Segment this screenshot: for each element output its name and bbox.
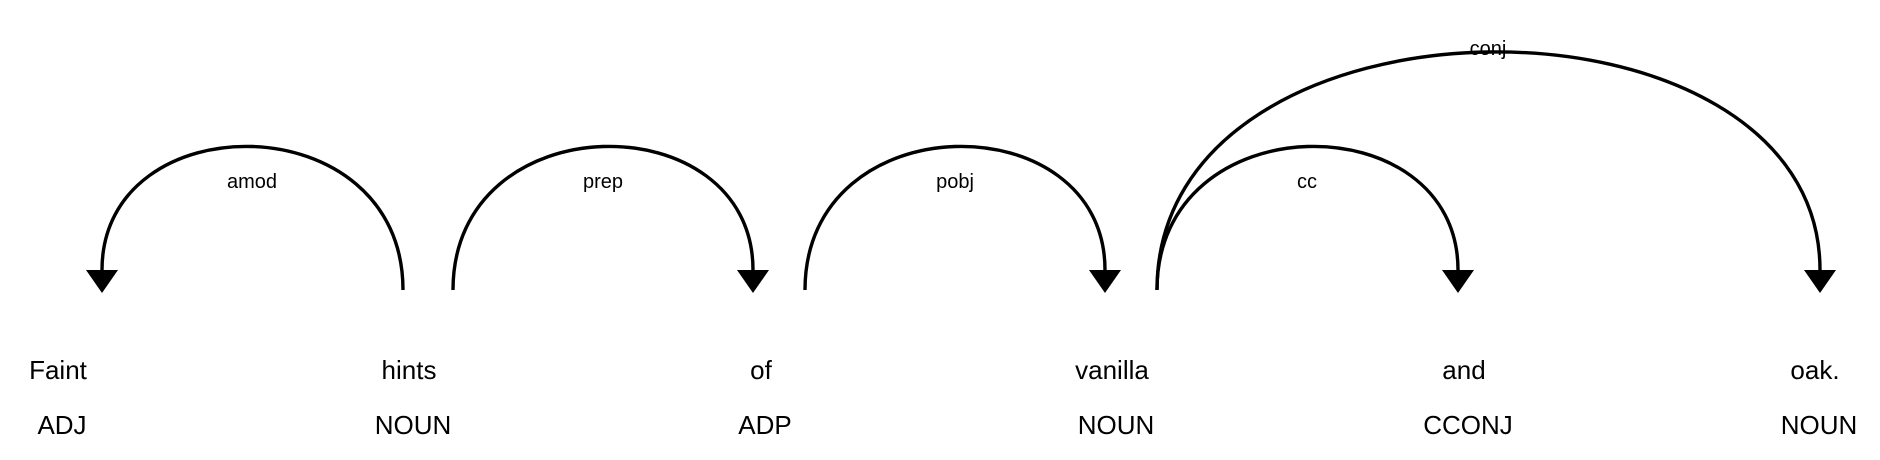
token-word: vanilla [1075, 355, 1149, 385]
arc-line [803, 144, 1107, 291]
arc-pobj: pobj [803, 144, 1121, 293]
arc-label: pobj [936, 171, 974, 193]
arrowhead-icon [1089, 270, 1121, 293]
arc-label: cc [1297, 171, 1317, 193]
token-word: oak. [1790, 355, 1839, 385]
arc-label: prep [583, 171, 623, 193]
arc-label: amod [227, 171, 277, 193]
arrowhead-icon [1442, 270, 1474, 293]
token-tag: NOUN [1781, 410, 1858, 440]
arc-line [451, 144, 755, 291]
arc-amod: amod [86, 144, 405, 293]
arrowhead-icon [1804, 270, 1836, 293]
token-tag: NOUN [375, 410, 452, 440]
token-tag: ADP [738, 410, 791, 440]
token-faint: Faint ADJ [29, 355, 88, 440]
token-word: and [1442, 355, 1485, 385]
token-vanilla: vanilla NOUN [1075, 355, 1154, 440]
arc-line [1155, 144, 1460, 291]
arc-line [1155, 50, 1822, 291]
token-word: Faint [29, 355, 88, 385]
arc-conj: conj [1155, 38, 1836, 293]
arrowhead-icon [86, 270, 118, 293]
arc-prep: prep [451, 144, 769, 293]
arc-line [100, 144, 405, 291]
token-of: of ADP [738, 355, 791, 440]
arc-cc: cc [1155, 144, 1474, 293]
token-and: and CCONJ [1423, 355, 1513, 440]
arc-label: conj [1470, 38, 1507, 60]
token-tag: CCONJ [1423, 410, 1513, 440]
token-tag: NOUN [1078, 410, 1155, 440]
token-oak: oak. NOUN [1781, 355, 1858, 440]
token-word: of [750, 355, 772, 385]
token-word: hints [382, 355, 437, 385]
arrowhead-icon [737, 270, 769, 293]
token-hints: hints NOUN [375, 355, 452, 440]
token-tag: ADJ [37, 410, 86, 440]
